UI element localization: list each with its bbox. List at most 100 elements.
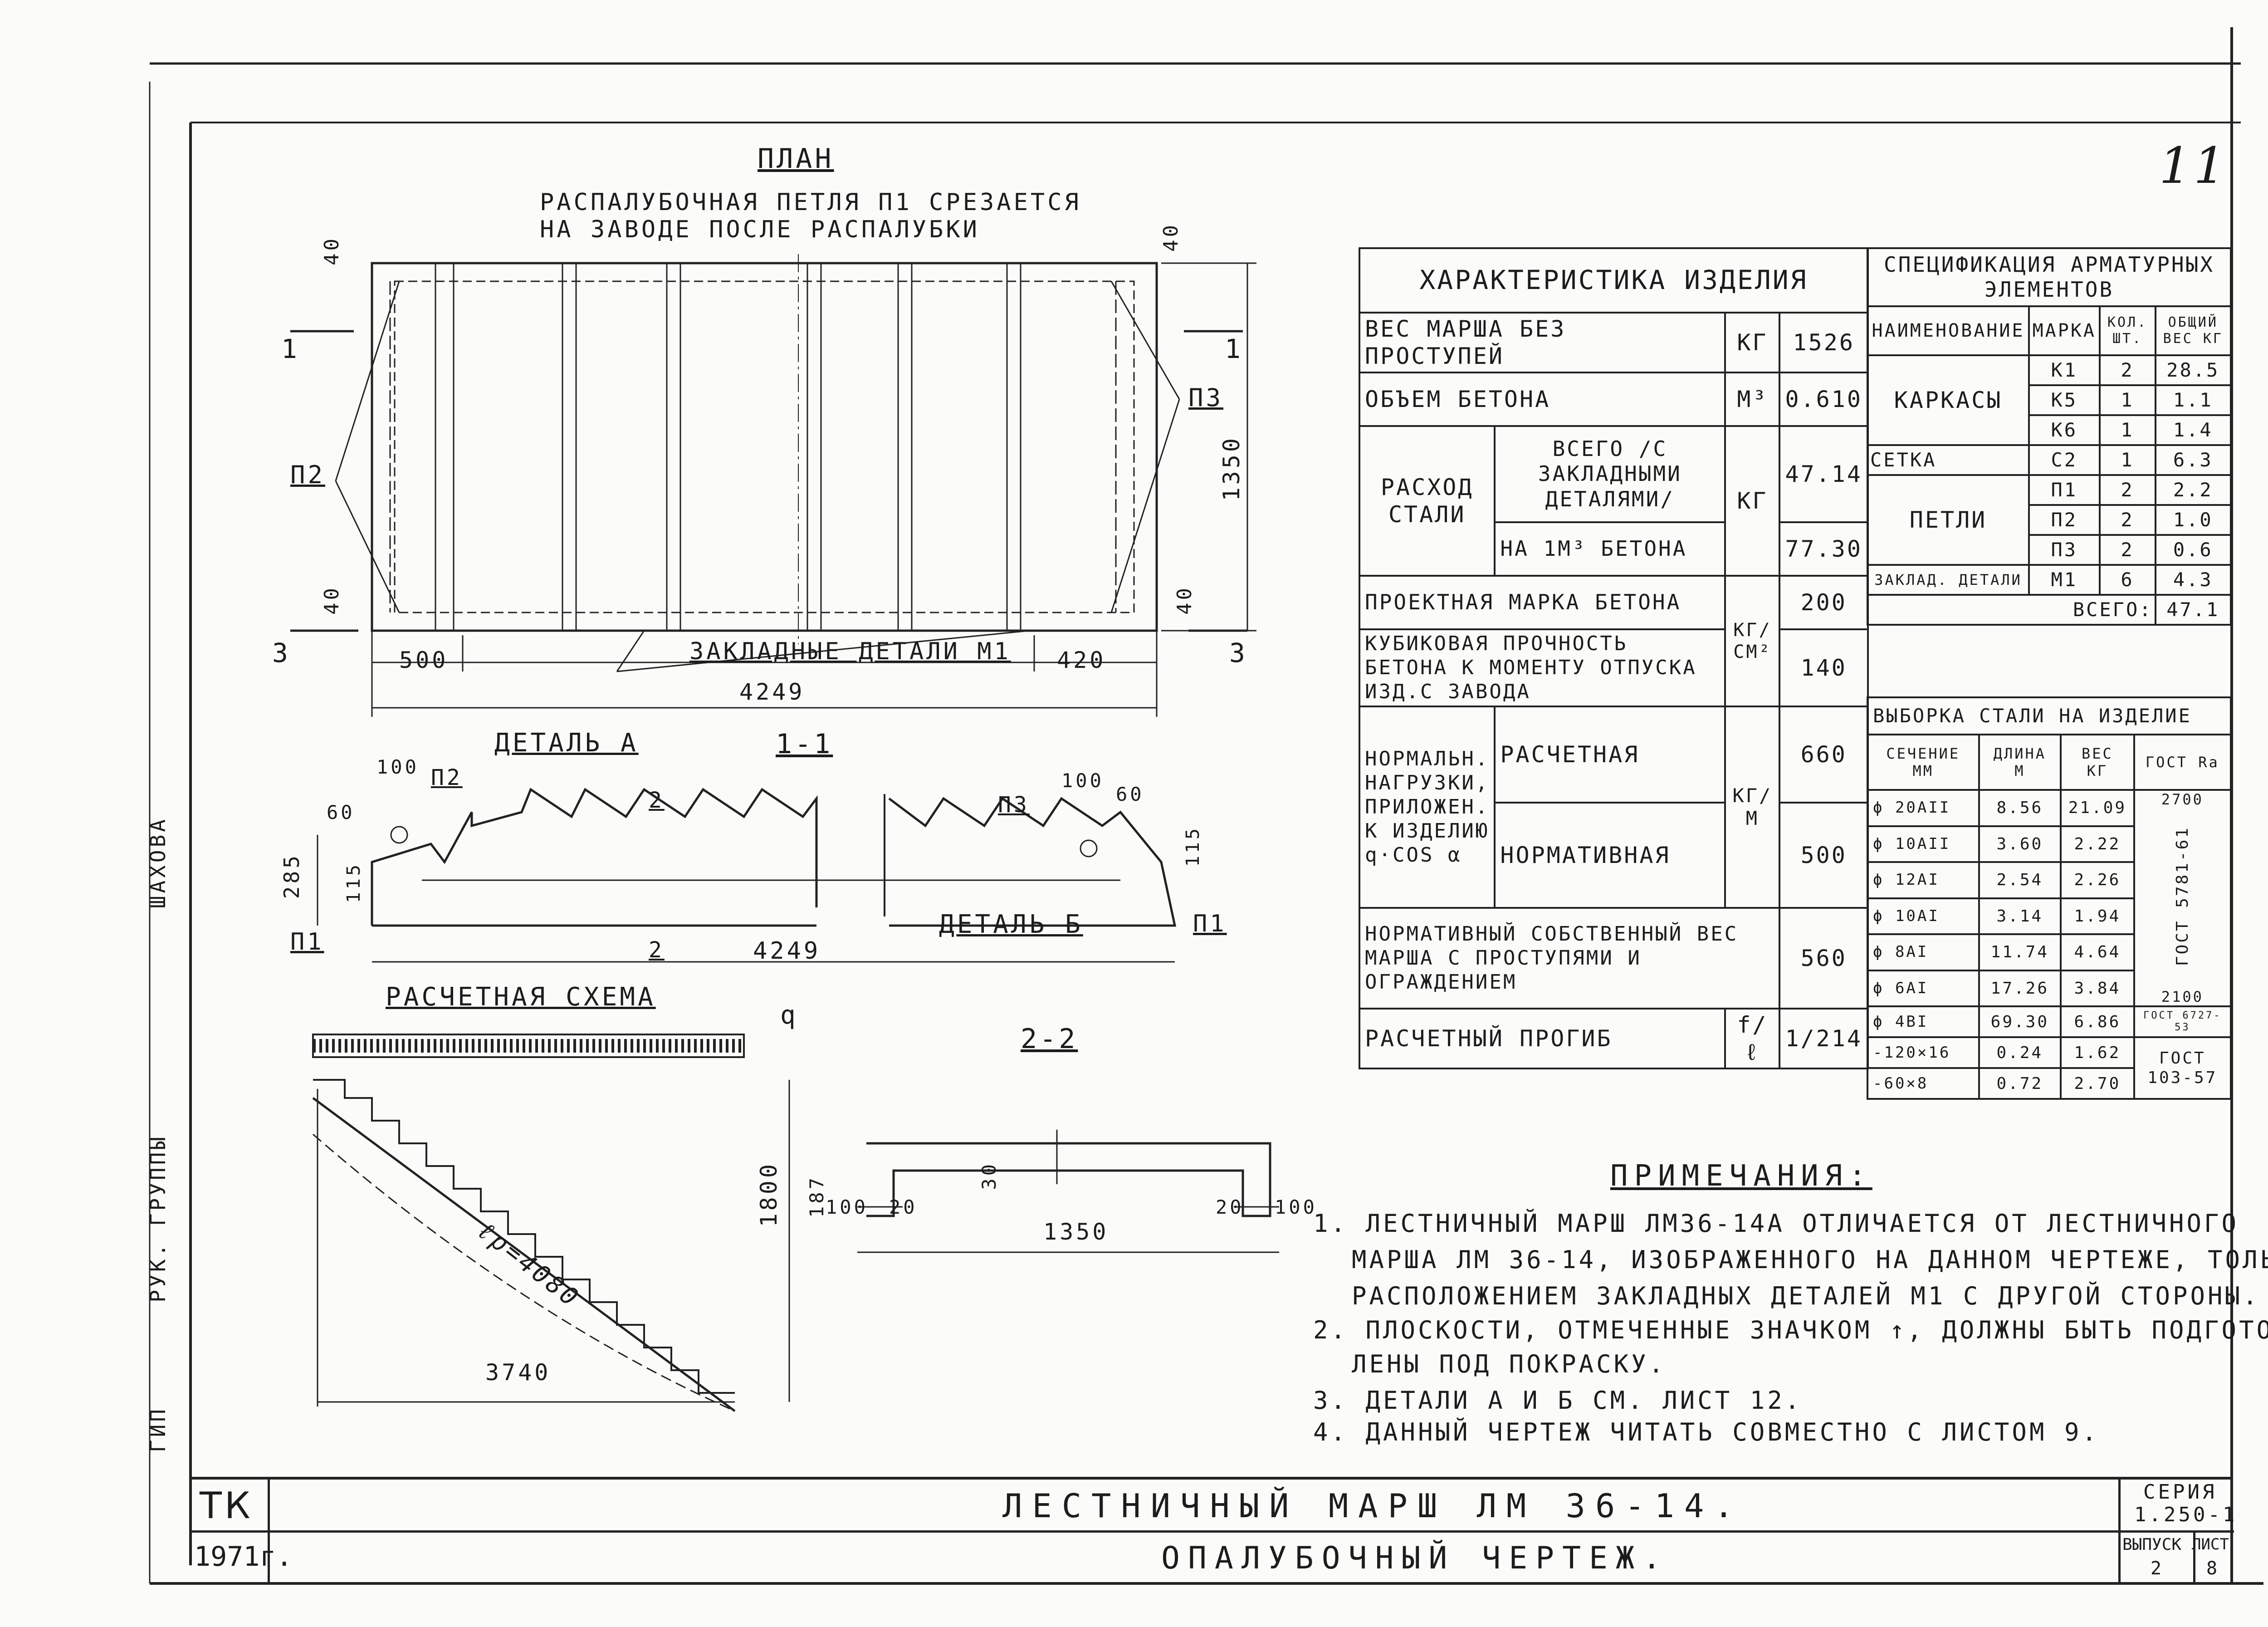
char-grade-label: ПРОЕКТНАЯ МАРКА БЕТОНА	[1358, 575, 1726, 630]
plan-dim-40c: 40	[320, 585, 343, 615]
sel-length: 3.60	[1978, 825, 2062, 863]
char-strength-value: 140	[1779, 628, 1869, 708]
spec-group-loops: ПЕТЛИ	[1866, 474, 2030, 566]
title-list-value: 8	[2206, 1558, 2220, 1579]
spec-mark: П2	[2028, 504, 2101, 536]
char-volume-value: 0.610	[1779, 372, 1869, 427]
char-weight-unit: КГ	[1724, 312, 1781, 373]
note-line: ЛЕНЫ ПОД ПОКРАСКУ.	[1352, 1350, 1667, 1378]
section-1-1-title: 1-1	[776, 728, 833, 760]
char-own-weight-value: 560	[1779, 907, 1869, 1010]
spec-mark: К6	[2028, 414, 2101, 446]
sec22-dim-100b: 100	[1275, 1196, 1317, 1218]
side-label-gip: ГИП	[146, 1406, 170, 1453]
sel-gost-strip-cell: ГОСТ 103-57	[2133, 1036, 2232, 1100]
title-main: ЛЕСТНИЧНЫЙ МАРШ ЛМ 36-14.	[1002, 1487, 1744, 1525]
char-deflection-unit: f/ℓ	[1724, 1008, 1781, 1070]
spec-weight: 1.4	[2154, 414, 2232, 446]
sec11-dim-115b: 115	[1183, 826, 1203, 867]
title-org-cell: ТК	[191, 1480, 270, 1533]
plan-view	[290, 254, 1256, 717]
plan-dim-40d: 40	[1173, 585, 1196, 615]
title-issue-cell: ВЫПУСК 2	[2118, 1530, 2195, 1584]
notes-title: ПРИМЕЧАНИЯ:	[1610, 1159, 1872, 1193]
plan-dim-4249: 4249	[739, 679, 805, 705]
title-list-cell: ЛИСТ 8	[2191, 1530, 2232, 1584]
title-list-label: ЛИСТ	[2192, 1535, 2229, 1553]
char-steel-per-m3-label: НА 1М³ БЕТОНА	[1494, 521, 1726, 577]
spec-mark: М1	[2028, 564, 2101, 596]
sec22-dim-20b: 20	[1216, 1196, 1244, 1218]
char-steel-per-m3-value: 77.30	[1779, 521, 1869, 577]
sec11-dim-100a: 100	[376, 756, 419, 778]
plan-dim-40b: 40	[1159, 222, 1183, 252]
sec11-dim-60b: 60	[1116, 783, 1144, 805]
sel-header-length: ДЛИНА М	[1978, 734, 2062, 791]
char-volume-unit: М³	[1724, 372, 1781, 427]
title-sub-cell: ОПАЛУБОЧНЫЙ ЧЕРТЕЖ.	[268, 1530, 2118, 1584]
sec11-label-p1b: П1	[1193, 910, 1227, 937]
char-strength-label: КУБИКОВАЯ ПРОЧНОСТЬ БЕТОНА К МОМЕНТУ ОТП…	[1358, 628, 1726, 708]
characteristics-table: ХАРАКТЕРИСТИКА ИЗДЕЛИЯ ВЕС МАРША БЕЗ ПРО…	[1358, 247, 1869, 1070]
sel-weight: 3.84	[2060, 969, 2135, 1008]
section-mark-1-right: 1	[1225, 333, 1243, 364]
sec11-dim-285: 285	[279, 853, 304, 899]
char-volume-label: ОБЪЕМ БЕТОНА	[1358, 372, 1726, 427]
title-issue-value: 2	[2151, 1558, 2165, 1579]
sel-gost-strip-label: ГОСТ	[2159, 1049, 2206, 1068]
spec-qty: 2	[2098, 534, 2156, 566]
sel-section: ϕ 10АII	[1867, 825, 1980, 863]
sel-header-gost: ГОСТ Ra	[2133, 734, 2232, 791]
spec-weight: 1.0	[2154, 504, 2232, 536]
side-label-name: ШАХОВА	[146, 817, 170, 909]
sel-length: 69.30	[1978, 1005, 2062, 1039]
sel-title: ВЫБОРКА СТАЛИ НА ИЗДЕЛИЕ	[1867, 696, 2232, 735]
plan-note-1: РАСПАЛУБОЧНАЯ ПЕТЛЯ П1 СРЕЗАЕТСЯ	[540, 189, 1081, 216]
sel-weight: 6.86	[2060, 1005, 2135, 1039]
spec-qty: 1	[2098, 444, 2156, 476]
sel-length: 11.74	[1978, 933, 2062, 971]
char-steel-total-value: 47.14	[1779, 425, 1869, 523]
title-year-cell: 1971г.	[191, 1530, 293, 1584]
char-weight-value: 1526	[1779, 312, 1869, 373]
sec22-dim-30: 30	[978, 1161, 1000, 1190]
spec-qty: 1	[2098, 414, 2156, 446]
steel-selection-table: ВЫБОРКА СТАЛИ НА ИЗДЕЛИЕ СЕЧЕНИЕ ММ ДЛИН…	[1867, 696, 2232, 1100]
sel-section: -120×16	[1867, 1036, 1980, 1069]
section-mark-3-left: 3	[272, 637, 291, 668]
sel-gost-strip-value: 103-57	[2147, 1068, 2218, 1088]
spec-group-mesh: СЕТКА	[1866, 444, 2030, 476]
plan-note-2: НА ЗАВОДЕ ПОСЛЕ РАСПАЛУБКИ	[540, 216, 980, 243]
char-steel-unit: КГ	[1724, 425, 1781, 577]
section-1-1-view	[317, 788, 1177, 963]
title-sub: ОПАЛУБОЧНЫЙ ЧЕРТЕЖ.	[1161, 1540, 1669, 1576]
sec11-mark-2-bottom: 2	[649, 937, 665, 963]
sel-length: 8.56	[1978, 789, 2062, 827]
spec-weight: 0.6	[2154, 534, 2232, 566]
char-grade-value: 200	[1779, 575, 1869, 630]
char-weight-label: ВЕС МАРША БЕЗ ПРОСТУПЕЙ	[1358, 312, 1726, 373]
scheme-q: q	[780, 1000, 798, 1030]
section-mark-1-left: 1	[281, 333, 300, 364]
char-deflection-label: РАСЧЕТНЫЙ ПРОГИБ	[1358, 1008, 1726, 1070]
sec11-label-p3: П3	[998, 792, 1030, 818]
sec22-dim-20a: 20	[889, 1196, 918, 1218]
sel-section: ϕ 10АI	[1867, 897, 1980, 936]
plan-label-p3: П3	[1188, 383, 1224, 412]
sel-header-section: СЕЧЕНИЕ ММ	[1867, 734, 1980, 791]
char-load-calc-label: РАСЧЕТНАЯ	[1494, 706, 1726, 804]
plan-title: ПЛАН	[758, 143, 834, 175]
plan-dim-1350: 1350	[1218, 436, 1245, 501]
sel-section: ϕ 4ВI	[1867, 1005, 1980, 1039]
spec-weight: 4.3	[2154, 564, 2232, 596]
detail-a-label: ДЕТАЛЬ А	[494, 728, 639, 758]
char-load-norm-value: 500	[1779, 802, 1869, 909]
sel-weight: 1.62	[2060, 1036, 2135, 1069]
detail-b-label: ДЕТАЛЬ Б	[939, 910, 1083, 939]
spec-mark: П3	[2028, 534, 2101, 566]
spec-weight: 2.2	[2154, 474, 2232, 506]
section-2-2-view	[857, 1130, 1279, 1253]
title-main-cell: ЛЕСТНИЧНЫЙ МАРШ ЛМ 36-14.	[268, 1480, 2118, 1533]
note-line: 3. ДЕТАЛИ А И Б СМ. ЛИСТ 12.	[1313, 1386, 1803, 1415]
